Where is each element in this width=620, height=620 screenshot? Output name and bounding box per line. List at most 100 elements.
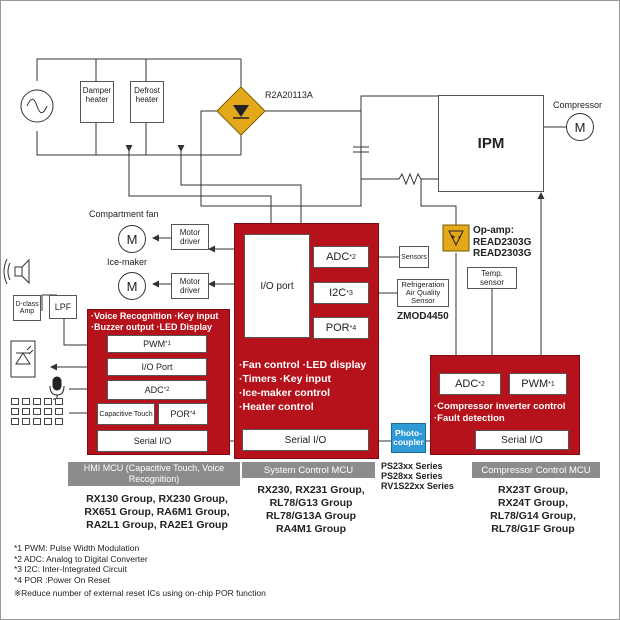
photocoupler-block: Photo-coupler [391,423,426,453]
dclass-amp-label: D-class Amp [15,301,39,315]
hmi-por: POR*4 [158,403,208,425]
bridge-label: R2A20113A [265,90,313,100]
footnotes: *1 PWM: Pulse Width Modulation *2 ADC: A… [14,543,148,585]
hmi-adc-label: ADC [144,385,164,395]
system-io-port: I/O port [244,234,310,338]
compressor-motor-icon: M [566,113,594,141]
compressor-feature: ·Fault detection [434,413,505,424]
hmi-pwm-label: PWM [143,339,166,349]
photocoupler-label: Photo-coupler [393,428,424,447]
opamp-part: READ2303G [473,248,532,259]
cap-touch-label: Capacitive Touch [99,410,153,418]
system-mcu-title: System Control MCU [242,462,375,478]
opamp-icon [442,224,470,252]
hmi-group-line: RA2L1 Group, RA2E1 Group [86,519,228,531]
ac-power-loop [36,58,241,156]
system-features: ·Fan control ·LED display ·Timers ·Key i… [239,358,366,414]
system-group-line: RX230, RX231 Group, [257,484,365,496]
hmi-adc-note: *2 [163,387,170,393]
lpf-label: LPF [54,302,72,312]
damper-heater-label: Damper heater [82,86,112,104]
ice-maker-label: Ice-maker [107,257,148,267]
photocoupler-part: PS23xx Series [381,461,443,471]
defrost-heater-label: Defrost heater [134,86,160,104]
dclass-amp: D-class Amp [13,295,41,321]
system-i2c: I2C*3 [313,282,369,304]
fan-motor-icon: M [118,225,146,253]
system-feature: ·Heater control [239,401,314,413]
lpf-block: LPF [49,295,77,319]
hmi-pwm: PWM*1 [107,335,207,353]
system-io-port-label: I/O port [260,280,294,292]
compressor-group-line: RX23T Group, [497,484,568,496]
motor-driver-label: Motor driver [179,277,201,295]
photocoupler-parts: PS23xx Series PS28xx Series RV1S22xx Ser… [381,461,454,491]
system-group-line: RL78/G13A Group [265,510,357,522]
compressor-serial-io: Serial I/O [475,430,569,450]
speaker-icon [3,258,30,285]
footnote: *2 ADC: Analog to Digital Converter [14,553,148,564]
fan-motor-driver: Motor driver [171,224,209,250]
compressor-group-line: RX24T Group, [497,497,568,509]
hmi-pwm-note: *1 [165,341,171,347]
hmi-mcu-title: HMI MCU (Capacitive Touch, Voice Recogni… [68,462,240,486]
system-feature: ·Fan control ·LED display [239,359,367,371]
ipm-block: IPM [438,95,544,192]
compressor-pwm-note: *1 [548,380,555,388]
compressor-groups: RX23T Group, RX24T Group, RL78/G14 Group… [479,484,587,536]
system-group-line: RL78/G13 Group [269,497,353,509]
opamp-part: READ2303G [473,237,532,248]
footnote: *1 PWM: Pulse Width Modulation [14,543,140,553]
bridge-rectifier-icon [216,86,266,136]
hmi-io-port-label: I/O Port [141,362,173,372]
motor-symbol: M [574,119,586,135]
hmi-feature: ·Buzzer output ·LED Display [91,322,212,332]
microphone-icon [49,376,65,400]
system-group-line: RA4M1 Group [275,523,346,535]
opamp-label: Op-amp: [473,225,515,236]
compressor-adc-label: ADC [455,378,479,390]
motor-driver-label: Motor driver [179,228,201,246]
system-adc: ADC*2 [313,246,369,268]
motor-symbol: M [126,231,138,247]
compartment-fan-label: Compartment fan [89,209,159,219]
compressor-serial-io-label: Serial I/O [501,434,543,446]
ice-maker-motor-driver: Motor driver [171,273,209,299]
photocoupler-part: RV1S22xx Series [381,481,454,491]
air-quality-sensor-label: Refrigeration Air Quality Sensor [401,280,445,305]
compressor-group-line: RL78/G1F Group [491,523,575,535]
ac-source-icon [20,89,54,123]
hmi-serial-io-label: Serial I/O [133,436,172,446]
hmi-por-note: *4 [189,411,196,417]
system-serial-io-label: Serial I/O [284,434,327,446]
hmi-serial-io: Serial I/O [97,430,208,452]
compressor-pwm: PWM*1 [509,373,567,395]
system-serial-io: Serial I/O [242,429,369,451]
sensors-block: Sensors [399,246,429,268]
temp-sensor-block: Temp. sensor [467,267,517,289]
compressor-adc-note: *2 [478,380,485,388]
footnote: *4 POR :Power On Reset [14,574,110,585]
compressor-group-line: RL78/G14 Group, [490,510,576,522]
system-i2c-note: *3 [346,289,353,297]
system-i2c-label: I2C [329,287,347,299]
hmi-adc: ADC*2 [107,380,207,400]
system-adc-label: ADC [326,251,350,263]
motor-symbol: M [126,278,138,294]
compressor-adc: ADC*2 [439,373,501,395]
hmi-groups: RX130 Group, RX230 Group, RX651 Group, R… [73,493,241,532]
hmi-group-line: RX130 Group, RX230 Group, [86,493,228,505]
compressor-features: ·Compressor inverter control ·Fault dete… [434,401,565,425]
air-quality-sensor: Refrigeration Air Quality Sensor [397,279,449,307]
footnote: *3 I2C: Inter-Integrated Circuit [14,564,127,574]
system-adc-note: *2 [349,253,356,261]
hmi-por-label: POR [170,409,190,419]
compressor-feature: ·Compressor inverter control [434,401,566,412]
system-feature: ·Timers ·Key input [239,373,331,385]
ice-maker-motor-icon: M [118,272,146,300]
temp-sensor-label: Temp. sensor [479,269,504,287]
system-groups: RX230, RX231 Group, RL78/G13 Group RL78/… [247,484,375,536]
system-feature: ·Ice-maker control [239,387,331,399]
